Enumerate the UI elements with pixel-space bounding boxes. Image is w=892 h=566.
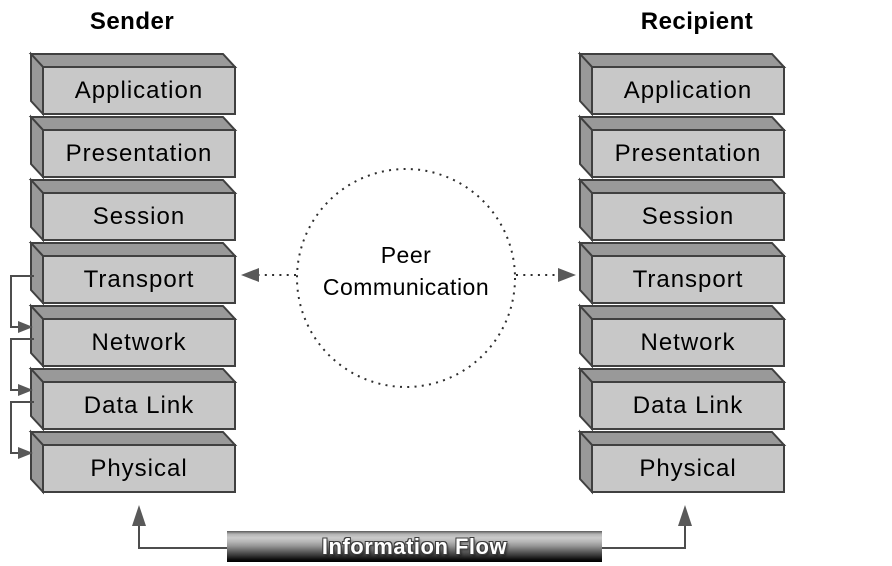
down-flow-arrowhead-icon — [18, 321, 33, 333]
info-flow-arrow-to-recipient-physical — [602, 505, 692, 549]
recipient-physical-label: Physical — [639, 454, 737, 482]
recipient-transport-label: Transport — [632, 265, 744, 293]
recipient-datalink-label: Data Link — [632, 391, 744, 419]
sender-datalink-label: Data Link — [83, 391, 195, 419]
up-arrowhead-icon — [132, 505, 146, 526]
information-flow-bar: Information Flow — [227, 531, 602, 562]
up-arrowhead-icon — [678, 505, 692, 526]
recipient-application-label: Application — [623, 76, 753, 104]
peer-arrow-to-recipient-transport — [516, 268, 576, 282]
recipient-network-label: Network — [640, 328, 736, 356]
peer-communication-label: Peer Communication — [306, 239, 506, 303]
sender-session-label: Session — [92, 202, 186, 230]
down-flow-arrowhead-icon — [18, 384, 33, 396]
peer-communication-circle — [296, 168, 516, 388]
peer-communication-line1: Peer — [380, 242, 432, 268]
connector-transport-to-network — [10, 275, 34, 333]
information-flow-label: Information Flow — [321, 533, 508, 559]
right-arrowhead-icon — [558, 268, 576, 282]
sender-transport-label: Transport — [83, 265, 195, 293]
connector-network-to-datalink — [10, 338, 34, 396]
sender-presentation-label: Presentation — [65, 139, 213, 167]
recipient-title: Recipient — [640, 8, 754, 35]
left-arrowhead-icon — [241, 268, 259, 282]
connector-datalink-to-physical — [10, 401, 34, 459]
peer-arrow-to-sender-transport — [241, 268, 296, 282]
sender-application-label: Application — [74, 76, 204, 104]
down-flow-arrowhead-icon — [18, 447, 33, 459]
sender-title: Sender — [89, 8, 175, 35]
sender-physical-label: Physical — [90, 454, 188, 482]
peer-communication-line2: Communication — [322, 274, 490, 300]
sender-network-label: Network — [91, 328, 187, 356]
recipient-session-label: Session — [641, 202, 735, 230]
recipient-presentation-label: Presentation — [614, 139, 762, 167]
info-flow-arrow-to-sender-physical — [132, 505, 227, 549]
